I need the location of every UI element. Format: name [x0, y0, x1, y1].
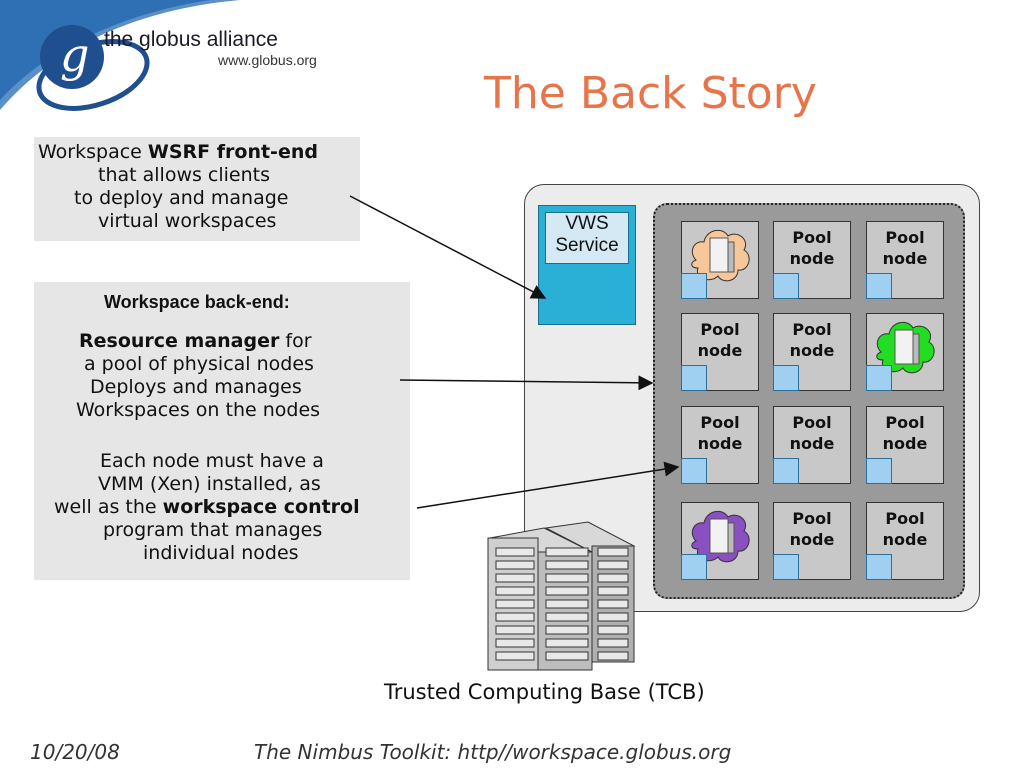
pool-node-label-line2: node — [697, 341, 743, 360]
pool-node-label-line2: node — [789, 434, 835, 453]
pool-node-label: Pool node — [774, 227, 850, 269]
pool-node-label: Pool node — [682, 319, 758, 361]
workspace-slot — [866, 458, 892, 484]
slide-title: The Back Story — [484, 68, 817, 119]
pool-node — [681, 502, 759, 580]
pool-node-label-line2: node — [882, 249, 928, 268]
pool-node: Pool node — [773, 406, 851, 484]
backend-rm-line2: a pool of physical nodes — [84, 353, 314, 375]
frontend-callout — [34, 137, 360, 241]
pool-node-label-line2: node — [789, 341, 835, 360]
frontend-line4: virtual workspaces — [98, 210, 277, 232]
pool-node: Pool node — [866, 502, 944, 580]
virtual-workspace-icon — [691, 229, 750, 282]
pool-node-label: Pool node — [867, 508, 943, 550]
virtual-workspace-icon — [876, 321, 935, 374]
frontend-line1-plain: Workspace — [38, 141, 148, 163]
logo-swoosh — [0, 0, 240, 111]
workspace-slot — [773, 365, 799, 391]
pool-node-label-line1: Pool — [885, 228, 925, 247]
pool-node-label-line1: Pool — [700, 413, 740, 432]
frontend-line2: that allows clients — [98, 164, 271, 186]
pool-node-label-line1: Pool — [885, 509, 925, 528]
workspace-slot — [773, 554, 799, 580]
pool-node-label-line2: node — [882, 530, 928, 549]
frontend-line3: to deploy and manage — [74, 187, 289, 209]
pool-node-label-line2: node — [697, 434, 743, 453]
workspace-slot — [773, 458, 799, 484]
pool-node — [866, 313, 944, 391]
pool-node: Pool node — [773, 221, 851, 299]
pool-node: Pool node — [866, 221, 944, 299]
pool-node-label-line1: Pool — [792, 228, 832, 247]
backend-vmm-line3-plain: well as the — [54, 496, 163, 518]
pool-node-label: Pool node — [774, 319, 850, 361]
workspace-slot — [681, 458, 707, 484]
logo-title: the globus alliance — [104, 28, 278, 51]
pool-node-label-line1: Pool — [700, 320, 740, 339]
backend-vmm-line2: VMM (Xen) installed, as — [98, 473, 321, 495]
vws-line2: Service — [555, 235, 619, 256]
workspace-slot — [681, 554, 707, 580]
backend-rm-line1: Resource manager for — [79, 330, 312, 353]
logo-url: www.globus.org — [218, 52, 317, 68]
pool-node-label: Pool node — [682, 412, 758, 454]
pool-node-label: Pool node — [867, 227, 943, 269]
pool-node-label: Pool node — [867, 412, 943, 454]
vws-line1: VWS — [565, 213, 609, 234]
backend-vmm-line3: well as the workspace control — [54, 496, 360, 519]
frontend-line1: Workspace WSRF front-end — [38, 141, 318, 164]
footer-date: 10/20/08 — [30, 740, 120, 764]
pool-node-label-line2: node — [789, 249, 835, 268]
pool-node: Pool node — [866, 406, 944, 484]
virtual-workspace-icon — [691, 510, 750, 563]
pool-node-label: Pool node — [774, 508, 850, 550]
workspace-slot — [681, 365, 707, 391]
workspace-slot — [681, 273, 707, 299]
backend-rm-line3: Deploys and manages — [90, 376, 302, 398]
pool-node: Pool node — [681, 313, 759, 391]
backend-callout — [34, 282, 410, 580]
vws-service-label: VWS Service — [545, 212, 629, 264]
pool-node-label: Pool node — [774, 412, 850, 454]
workspace-slot — [866, 554, 892, 580]
backend-vmm-line4: program that manages — [103, 519, 323, 541]
pool-node-label-line2: node — [882, 434, 928, 453]
backend-heading: Workspace back-end: — [104, 292, 290, 312]
footer-text: The Nimbus Toolkit: http//workspace.glob… — [254, 740, 732, 764]
backend-vmm-line5: individual nodes — [143, 542, 299, 564]
workspace-slot — [866, 273, 892, 299]
workspace-slot — [773, 273, 799, 299]
tcb-label: Trusted Computing Base (TCB) — [384, 680, 705, 704]
pool-node: Pool node — [773, 502, 851, 580]
pool-node — [681, 221, 759, 299]
pool-node-label-line1: Pool — [792, 509, 832, 528]
frontend-line1-bold: WSRF front-end — [147, 141, 318, 163]
pool-node-label-line1: Pool — [885, 413, 925, 432]
backend-rm-bold: Resource manager — [79, 330, 280, 352]
pool-node-label-line1: Pool — [792, 413, 832, 432]
pool-node: Pool node — [773, 313, 851, 391]
workspace-slot — [866, 365, 892, 391]
backend-rm-line4: Workspaces on the nodes — [76, 399, 321, 421]
backend-rm-plain: for — [279, 330, 312, 352]
backend-vmm-line3-bold: workspace control — [162, 496, 360, 518]
logo-letter: g — [60, 28, 90, 82]
pool-node: Pool node — [681, 406, 759, 484]
pool-node-label-line2: node — [789, 530, 835, 549]
backend-vmm-line1: Each node must have a — [100, 450, 324, 472]
pool-node-label-line1: Pool — [792, 320, 832, 339]
